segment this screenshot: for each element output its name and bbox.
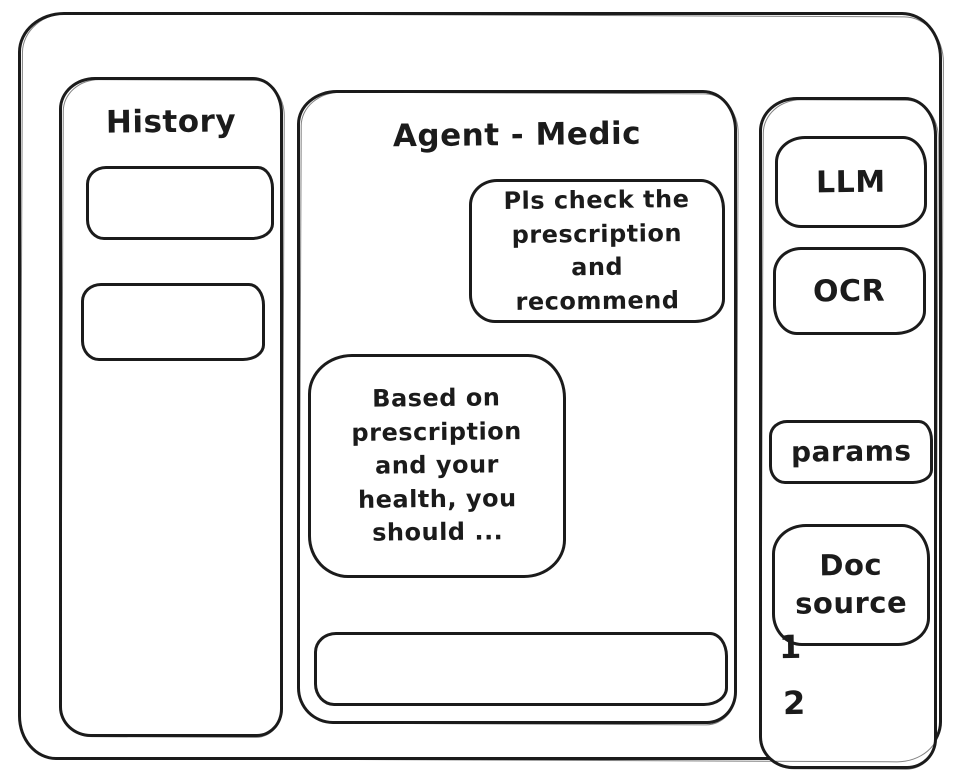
- message-input[interactable]: [314, 632, 728, 706]
- chat-panel: Agent - Medic Pls check the prescription…: [297, 90, 737, 724]
- user-message-bubble: Pls check the prescription and recommend: [469, 179, 725, 323]
- assistant-message-bubble: Based on prescription and your health, y…: [308, 354, 566, 578]
- app-window-frame: History Agent - Medic Pls check the pres…: [18, 12, 942, 769]
- doc-source-item-2[interactable]: 2: [782, 683, 806, 723]
- llm-button-label: LLM: [816, 164, 886, 200]
- user-message-text: Pls check the prescription and recommend: [503, 184, 690, 316]
- params-button[interactable]: params: [769, 420, 933, 484]
- doc-source-item-1[interactable]: 1: [778, 627, 802, 667]
- doc-source-button-label: Doc source: [795, 547, 908, 621]
- chat-panel-title: Agent - Medic: [392, 115, 642, 155]
- history-item[interactable]: [81, 283, 265, 361]
- assistant-message-text: Based on prescription and your health, y…: [351, 383, 522, 548]
- llm-button[interactable]: LLM: [775, 136, 927, 228]
- doc-source-button[interactable]: Doc source: [772, 524, 930, 646]
- history-panel: History: [59, 77, 283, 737]
- history-panel-title: History: [105, 103, 237, 141]
- ocr-button-label: OCR: [813, 273, 886, 309]
- params-button-label: params: [790, 434, 912, 469]
- ocr-button[interactable]: OCR: [773, 247, 926, 335]
- history-item[interactable]: [86, 166, 274, 240]
- tools-panel: LLM OCR params Doc source 1 2: [759, 97, 937, 769]
